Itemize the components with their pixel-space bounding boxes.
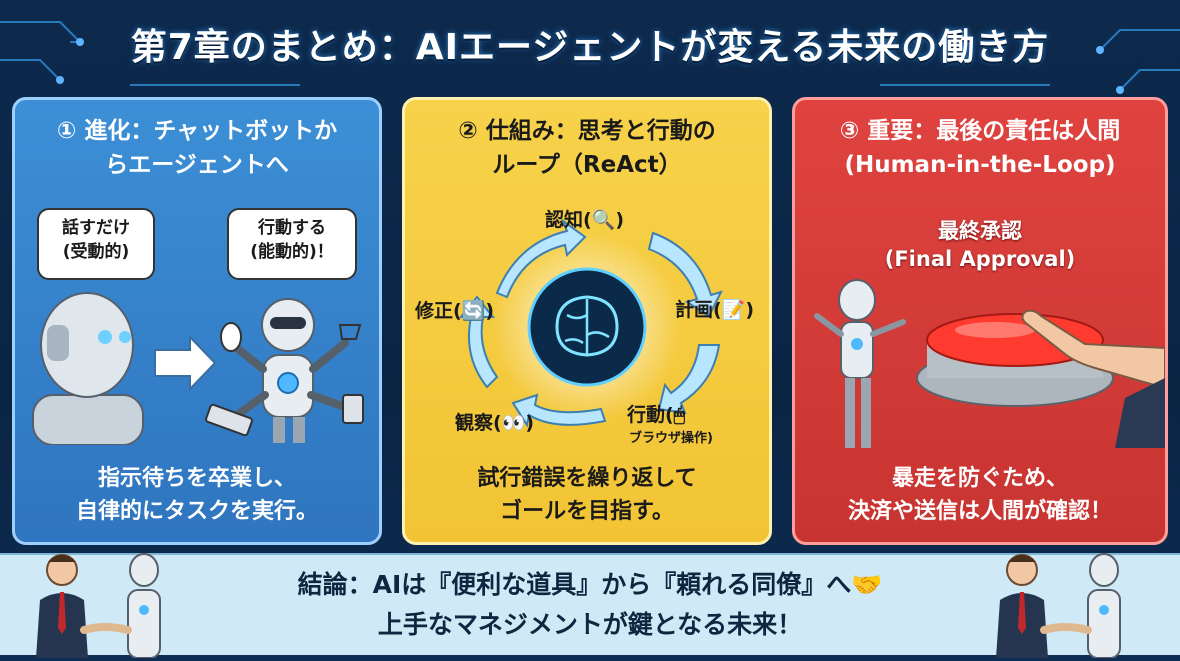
panel-heading: ① 進化：チャットボットか らエージェントへ xyxy=(15,114,379,182)
approval-line-1: 最終承認 xyxy=(938,219,1022,243)
conclusion-line-2: 上手なマネジメントが鍵となる未来！ xyxy=(377,610,803,639)
footer-line-1: 暴走を防ぐため、 xyxy=(891,466,1068,491)
panel-footer: 試行錯誤を繰り返して ゴールを目指す。 xyxy=(405,462,769,528)
brain-icon xyxy=(527,267,647,387)
conclusion-line-1: 結論：AIは『便利な道具』から『頼れる同僚』へ🤝 xyxy=(297,570,883,599)
approval-line-2: (Final Approval) xyxy=(884,247,1076,271)
robot-icon xyxy=(1087,553,1121,658)
agent-robot-icon xyxy=(205,298,364,443)
conclusion-bar xyxy=(0,553,1180,655)
robot-standing-icon xyxy=(814,279,906,448)
heading-line-1: ② 仕組み：思考と行動の xyxy=(458,118,716,144)
evolution-illustration xyxy=(32,292,364,445)
heading-line-2: ループ（ReAct） xyxy=(492,152,682,178)
speech-bubble-active: 行動する (能動的)！ xyxy=(227,208,357,280)
cycle-step-planning: 計画(📝) xyxy=(675,299,755,321)
panel-footer: 暴走を防ぐため、 決済や送信は人間が確認！ xyxy=(795,462,1165,528)
footer-line-2: ゴールを目指す。 xyxy=(500,499,674,524)
handshake-icon xyxy=(80,623,132,634)
cycle-step-observation: 観察(👀) xyxy=(455,412,535,434)
cycle-step-cognition: 認知(🔍) xyxy=(545,209,625,231)
footer-line-2: 自律的にタスクを実行。 xyxy=(75,499,318,524)
heading-line-1: ① 進化：チャットボットか xyxy=(56,118,338,144)
bubble-text-1: 話すだけ xyxy=(62,218,130,238)
footer-line-1: 試行錯誤を繰り返して xyxy=(477,466,697,491)
chatbot-robot-icon xyxy=(32,292,144,445)
footer-line-2: 決済や送信は人間が確認！ xyxy=(847,499,1112,524)
panel-heading: ③ 重要：最後の責任は人間 (Human-in-the-Loop) xyxy=(795,114,1165,182)
panel-heading: ② 仕組み：思考と行動の ループ（ReAct） xyxy=(405,114,769,182)
bubble-text-2: (受動的) xyxy=(62,242,130,262)
speech-bubble-passive: 話すだけ (受動的) xyxy=(37,208,155,280)
react-cycle-diagram xyxy=(458,218,723,428)
bubble-text-1: 行動する xyxy=(258,218,326,238)
handshake-icon xyxy=(1040,623,1092,634)
cycle-arrows xyxy=(458,218,723,428)
heading-line-2: らエージェントへ xyxy=(105,152,289,178)
robot-icon xyxy=(127,553,161,658)
cycle-step-correction: 修正(🔄) xyxy=(415,300,495,322)
panel-footer: 指示待ちを卒業し、 自律的にタスクを実行。 xyxy=(15,462,379,528)
human-hand-icon xyxy=(1021,309,1165,448)
final-approval-label: 最終承認 (Final Approval) xyxy=(795,217,1165,273)
panel-human-in-loop: ③ 重要：最後の責任は人間 (Human-in-the-Loop) 最終承認 (… xyxy=(792,97,1168,545)
approval-illustration xyxy=(814,279,1165,448)
conclusion-text: 結論：AIは『便利な道具』から『頼れる同僚』へ🤝 上手なマネジメントが鍵となる未… xyxy=(160,565,1020,645)
footer-line-1: 指示待ちを卒業し、 xyxy=(97,466,296,491)
businessman-icon xyxy=(996,554,1048,658)
cycle-step-action-sub: ブラウザ操作) xyxy=(629,431,713,446)
businessman-icon xyxy=(36,554,88,658)
panel-react-loop: ② 仕組み：思考と行動の ループ（ReAct） 認知(🔍) 計画(📝) 行動(🖱… xyxy=(402,97,772,545)
page-title: 第7章のまとめ：AIエージェントが変える未来の働き方 xyxy=(130,27,1050,68)
handshake-illustration-right xyxy=(996,553,1121,658)
handshake-illustration-left xyxy=(36,553,161,658)
heading-line-2: (Human-in-the-Loop) xyxy=(844,152,1116,178)
panel-evolution: ① 進化：チャットボットか らエージェントへ 話すだけ (受動的) 行動する (… xyxy=(12,97,382,545)
cycle-step-action: 行動(🖱 xyxy=(627,404,686,426)
bubble-text-2: (能動的)！ xyxy=(250,242,334,262)
heading-line-1: ③ 重要：最後の責任は人間 xyxy=(839,118,1121,144)
evolution-arrow-icon xyxy=(154,334,217,392)
